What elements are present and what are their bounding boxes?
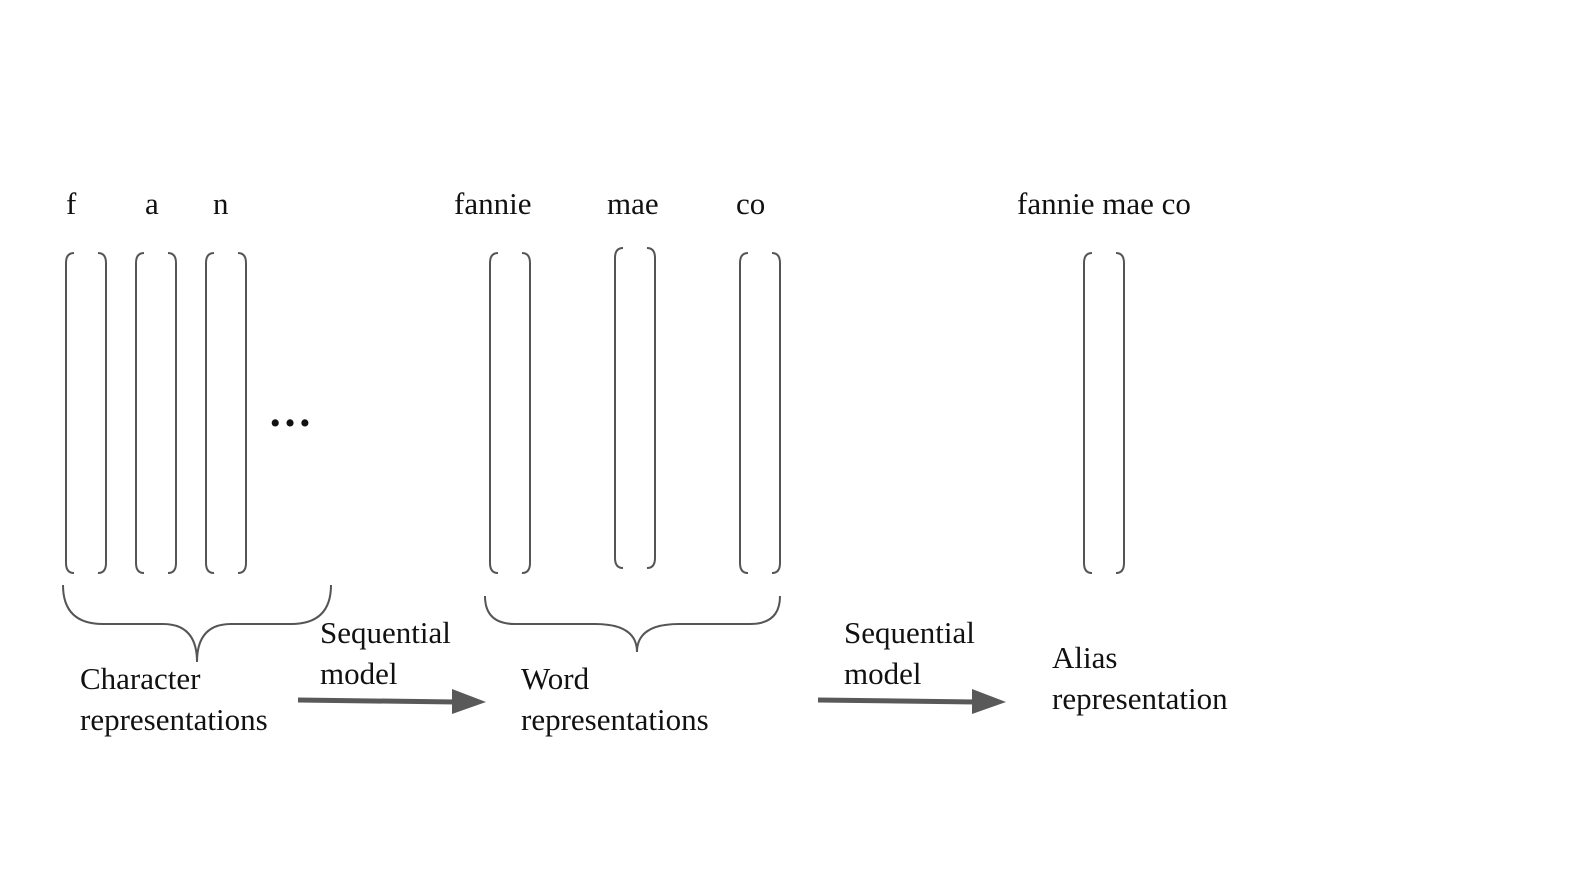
label-line: Sequential <box>320 615 451 650</box>
sequential-model-label-2: Sequential model <box>844 612 975 694</box>
label-line: Sequential <box>844 615 975 650</box>
word-token-fannie: fannie <box>454 186 532 221</box>
word-vector-fannie <box>489 252 531 574</box>
alias-vector <box>1083 252 1125 574</box>
character-representations-label: Character representations <box>80 658 268 740</box>
char-token-a: a <box>145 186 159 221</box>
label-line: representations <box>521 702 709 737</box>
char-vector-f <box>65 252 107 574</box>
char-token-f: f <box>66 186 77 221</box>
label-line: representation <box>1052 681 1228 716</box>
word-vector-mae <box>614 247 656 569</box>
label-line: Alias <box>1052 640 1118 675</box>
word-vector-co <box>739 252 781 574</box>
label-line: Word <box>521 661 590 696</box>
word-token-co: co <box>736 186 766 221</box>
word-group-brace <box>484 595 781 653</box>
arrow-char-to-word <box>297 689 486 714</box>
alias-token: fannie mae co <box>1017 186 1191 221</box>
label-line: Character <box>80 661 201 696</box>
label-line: model <box>320 656 398 691</box>
character-group-brace <box>62 584 332 663</box>
more-characters-ellipsis: … <box>268 387 312 436</box>
char-token-n: n <box>213 186 229 221</box>
word-representations-label: Word representations <box>521 658 709 740</box>
label-line: representations <box>80 702 268 737</box>
char-vector-n <box>205 252 247 574</box>
sequential-model-label-1: Sequential model <box>320 612 451 694</box>
char-vector-a <box>135 252 177 574</box>
label-line: model <box>844 656 922 691</box>
arrow-word-to-alias <box>817 689 1006 714</box>
word-token-mae: mae <box>607 186 659 221</box>
alias-representation-label: Alias representation <box>1052 637 1228 719</box>
